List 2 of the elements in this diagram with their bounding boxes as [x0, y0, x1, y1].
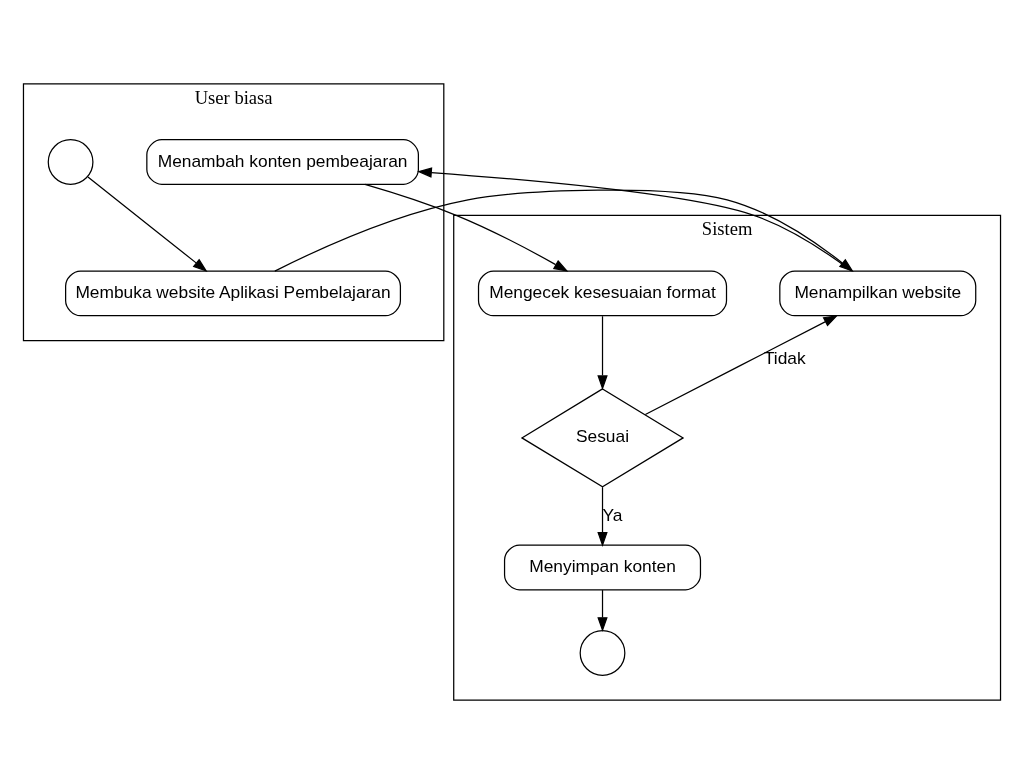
edge-label: Ya: [602, 504, 623, 525]
edge-label: Tidak: [763, 347, 806, 368]
